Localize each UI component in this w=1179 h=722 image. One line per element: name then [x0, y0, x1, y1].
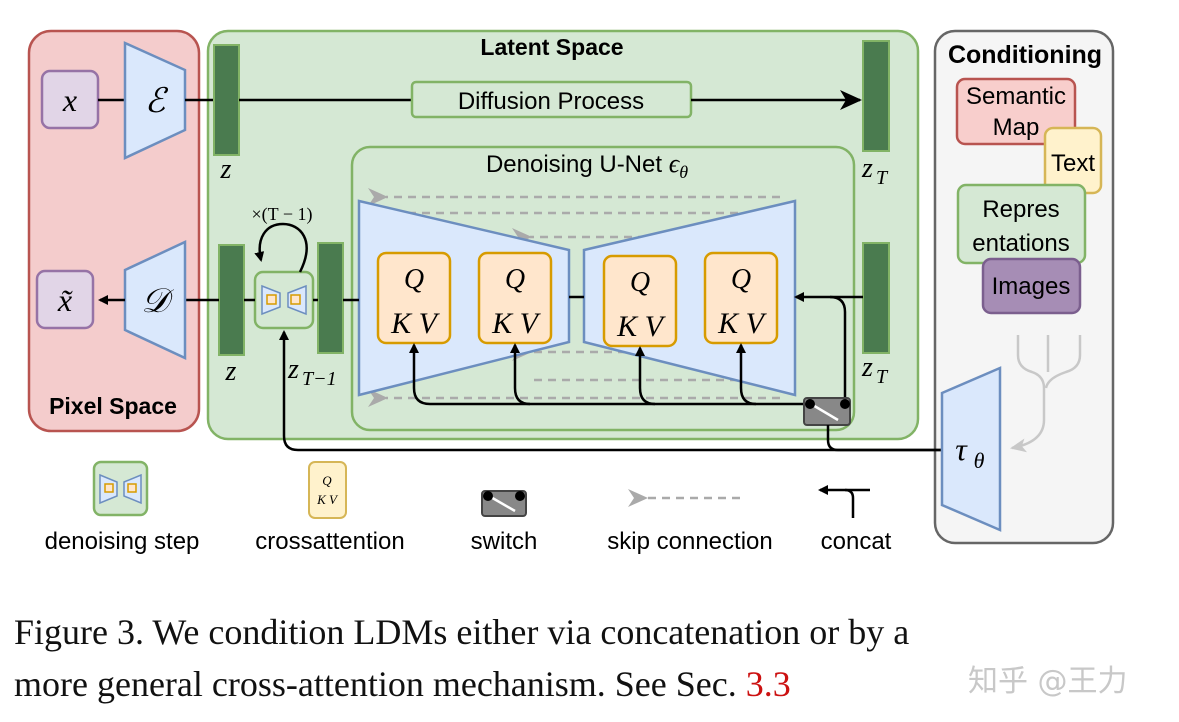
- latent-z-label-top: z: [220, 154, 232, 185]
- qkv-q-1: Q: [404, 264, 424, 295]
- zT-top-sub: T: [876, 167, 889, 189]
- qkv-q-4: Q: [731, 264, 751, 295]
- tau-label-sub: θ: [974, 448, 985, 473]
- tau-label-main: τ: [955, 431, 968, 467]
- ca-arrow-4: [736, 343, 757, 406]
- images-box: Images: [981, 257, 1082, 315]
- text-box: Text: [1043, 126, 1103, 195]
- qkv-block: Q K V: [602, 254, 678, 348]
- legend-kv: K V: [316, 492, 339, 507]
- diffusion-process-label: Diffusion Process: [458, 88, 644, 115]
- latent-zT-block-top: [862, 40, 890, 152]
- text-label: Text: [1051, 150, 1095, 177]
- legend-switch: switch: [471, 490, 538, 555]
- legend-crossattention-label: crossattention: [255, 528, 404, 555]
- representations-box: Repres entations: [956, 183, 1087, 265]
- zT-bottom-sub: T: [876, 366, 889, 388]
- legend-denoising-step: denoising step: [45, 460, 200, 555]
- latent-z-label-bottom: z: [225, 356, 237, 387]
- zT1-z: z: [287, 354, 299, 385]
- qkv-kv-4: K V: [717, 307, 768, 340]
- conditioning-label: Conditioning: [948, 41, 1102, 69]
- pixel-space-label: Pixel Space: [49, 393, 177, 419]
- ca-arrow-1: [409, 343, 808, 406]
- switch-main: [803, 397, 851, 426]
- figure-caption: Figure 3. We condition LDMs either via c…: [14, 606, 1164, 710]
- legend-denoising-step-label: denoising step: [45, 528, 200, 555]
- caption-line2: more general cross-attention mechanism. …: [14, 658, 1164, 710]
- section-ref-link[interactable]: 3.3: [745, 664, 791, 704]
- legend-concat-label: concat: [821, 528, 892, 555]
- semantic-map-line2: Map: [993, 114, 1040, 141]
- loop-label: ×(T − 1): [252, 204, 313, 225]
- caption-line2-text: more general cross-attention mechanism. …: [14, 664, 746, 704]
- latent-zT-1-block: [317, 242, 344, 354]
- watermark: 知乎 @王力: [968, 664, 1128, 699]
- output-xtilde-box: x̃: [35, 269, 95, 330]
- legend: denoising step Q K V crossattention swit…: [45, 460, 892, 555]
- legend-concat: concat: [818, 485, 892, 555]
- concat-branch: [829, 295, 847, 404]
- ca-arrow-2: [510, 343, 531, 406]
- latent-zT-label-bottom: z T: [861, 352, 889, 388]
- qkv-block: Q K V: [703, 251, 779, 345]
- qkv-kv-3: K V: [616, 310, 667, 343]
- semantic-map-box: Semantic Map: [955, 77, 1077, 146]
- qkv-block: Q K V: [376, 251, 452, 345]
- latent-z-block-bottom: [218, 244, 245, 356]
- encoder-label: ℰ: [145, 83, 169, 120]
- latent-z-block-top: [213, 44, 240, 156]
- loop-arrow: [254, 222, 308, 273]
- legend-q: Q: [322, 473, 332, 488]
- latent-zT-block-bottom: [862, 242, 890, 354]
- legend-switch-label: switch: [471, 528, 538, 555]
- qkv-block: Q K V: [477, 251, 553, 345]
- encoder: ℰ: [123, 41, 187, 160]
- caption-line1: Figure 3. We condition LDMs either via c…: [14, 612, 910, 652]
- latent-zT-1-label: z T−1: [287, 354, 337, 390]
- conditioning-merge-arrow: [1010, 335, 1082, 453]
- crossattention-arrows: [409, 295, 847, 406]
- zT-bottom-z: z: [861, 352, 873, 383]
- qkv-q-2: Q: [505, 264, 525, 295]
- decoder: 𝒟: [123, 240, 187, 360]
- tau-to-step-arrow: [279, 330, 942, 452]
- unet-title: Denoising U-Net ϵθ: [486, 149, 688, 182]
- denoising-step-block: [253, 270, 315, 330]
- qkv-kv-1: K V: [390, 307, 441, 340]
- output-xtilde-label: x̃: [57, 282, 73, 318]
- representations-line1: Repres: [982, 196, 1059, 223]
- legend-crossattention: Q K V crossattention: [255, 461, 405, 555]
- tau-encoder: τ θ: [940, 366, 1002, 532]
- representations-line2: entations: [972, 230, 1069, 257]
- zT-top-z: z: [861, 153, 873, 184]
- zT1-sub: T−1: [302, 368, 337, 390]
- latent-zT-label-top: z T: [861, 153, 889, 189]
- input-x-box: x: [40, 69, 100, 130]
- qkv-q-3: Q: [630, 267, 650, 298]
- ca-arrow-3: [635, 346, 656, 406]
- input-x-label: x: [62, 82, 77, 118]
- qkv-kv-2: K V: [491, 307, 542, 340]
- legend-skip-connection: skip connection: [607, 489, 773, 555]
- semantic-map-line1: Semantic: [966, 83, 1066, 110]
- latent-space-label: Latent Space: [480, 34, 623, 60]
- legend-skip-connection-label: skip connection: [607, 528, 772, 555]
- diffusion-process-box: Diffusion Process: [410, 80, 693, 119]
- images-label: Images: [992, 273, 1071, 300]
